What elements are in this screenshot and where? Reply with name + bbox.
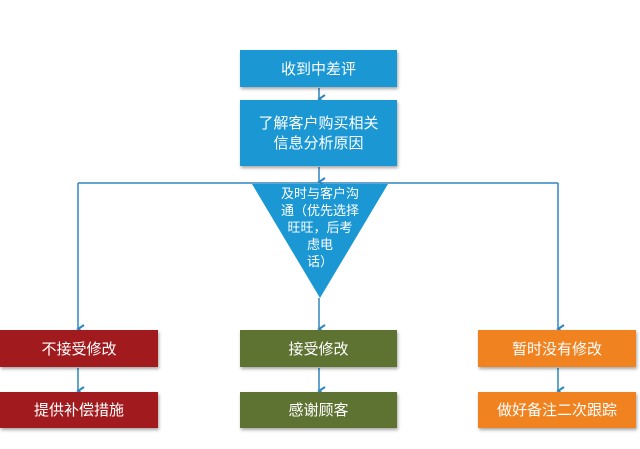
status-not-accept: 不接受修改 [0, 330, 158, 367]
status-pending: 暂时没有修改 [478, 330, 636, 367]
status-accept: 接受修改 [240, 330, 397, 367]
decision-triangle [252, 184, 388, 298]
step-received-bad-review: 收到中差评 [240, 50, 397, 87]
action-follow-up: 做好备注二次跟踪 [478, 392, 636, 428]
step-analyze-reason: 了解客户购买相关 信息分析原因 [240, 100, 397, 166]
action-thank-customer: 感谢顾客 [240, 392, 397, 428]
action-compensation: 提供补偿措施 [0, 392, 158, 428]
decision-text: 及时与客户沟 通（优先选择 旺旺，后考 虑电 话） [280, 187, 359, 270]
